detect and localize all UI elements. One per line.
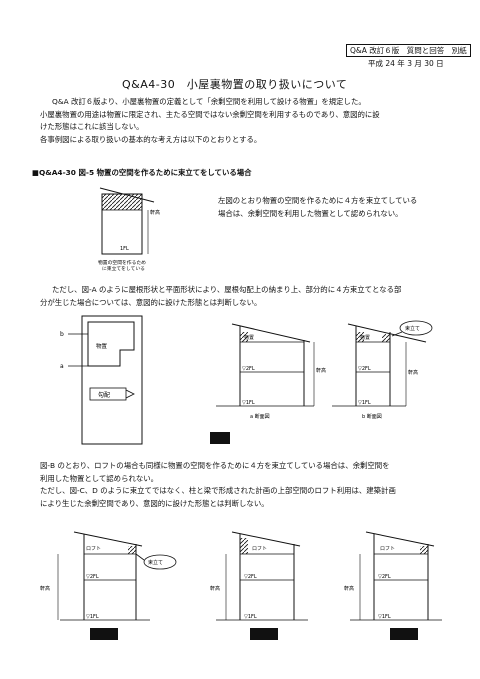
figure-c-dark-label	[250, 628, 278, 640]
paragraph-2: ただし、図-A のように屋根形状と平面形状により、屋根勾配上の納まり上、部分的に…	[40, 284, 460, 309]
para3-line-3: ただし、図-C、D のように束立てではなく、柱と梁で形成された計画の上部空間のロ…	[40, 486, 396, 495]
intro-line-1: Q&A 改訂６版より、小屋裏物置の定義として「余剰空間を利用して設ける物置」を規…	[52, 97, 366, 106]
figure-d-dark-label	[390, 628, 418, 640]
figure-c-diagram: ロフト ▽2FL ▽1FL 軒高	[210, 531, 308, 640]
figure-a-section-b-hatch-1	[356, 332, 364, 342]
figure-d-nokidaka: 軒高	[344, 585, 354, 592]
figure-b-2fl: ▽2FL	[86, 574, 99, 580]
figure-5-house-frame	[99, 187, 155, 255]
header-date: 平成 24 年 3 月 30 日	[368, 59, 444, 68]
figure-a-dark-label	[210, 432, 230, 444]
figure-5-storage-hatch	[102, 194, 142, 210]
figure-a-section-b-2fl: ▽2FL	[358, 366, 371, 372]
figure-b-tsukadate-bubble	[143, 554, 177, 570]
para2-line-2: 分が生じた場合については、意図的に設けた形態とは判断しない。	[40, 297, 262, 307]
figure-d-hatch	[420, 546, 428, 554]
figure-5-caption-2: に束立てをしている	[102, 265, 145, 272]
figure-5-diagram: 軒高 1FL 物置の空間を作るため に束立てをしている	[98, 187, 160, 272]
figure-a-tsukadate-bubble	[399, 320, 433, 336]
figure-a-plan-monooki: 物置	[96, 342, 108, 350]
header-tag: Q&A 改訂６版 質問と回答 別紙	[346, 44, 471, 57]
figure-a-section-a-hatch	[240, 332, 248, 342]
figure-a-section-b-hatch-2	[382, 334, 390, 342]
figure-a-section-a-2fl: ▽2FL	[242, 366, 255, 372]
figure-b-hatch	[128, 546, 136, 554]
figure-a-section-b: 束立て 物置 ▽2FL ▽1FL 軒高 b 断面図	[332, 320, 433, 420]
figure-a-section-b-nokidaka: 軒高	[408, 369, 418, 376]
figure-a-section-b-1fl: ▽1FL	[358, 400, 371, 406]
figure-5-caption-1: 物置の空間を作るため	[98, 259, 146, 266]
figure-a-section-a-nokidaka: 軒高	[316, 367, 326, 374]
figure-b-1fl: ▽1FL	[86, 614, 99, 620]
figure-b-diagram: ロフト ▽2FL ▽1FL 軒高 束立て	[40, 531, 177, 640]
figure-a-section-b-monooki: 物置	[360, 334, 370, 341]
figure-c-hatch	[240, 538, 248, 554]
para3-line-4: により生じた余剰空間であり、意図的に設けた形態とは判断しない。	[40, 498, 269, 508]
figure-a-caption-b: b 断面図	[362, 413, 382, 420]
figure-c-1fl: ▽1FL	[244, 614, 257, 620]
figure-a-section-a-monooki: 物置	[244, 334, 254, 341]
figure-d-loft-label: ロフト	[380, 546, 395, 552]
figure-b-tsukadate-label: 束立て	[148, 559, 163, 566]
figure-5-description: 左図のとおり物置の空間を作るために４方を束立てしている 場合は、余剰空間を利用し…	[218, 195, 417, 220]
intro-line-4: 各事例図による取り扱いの基本的な考え方は以下のとおりとする。	[40, 134, 262, 144]
intro-paragraph: Q&A 改訂６版より、小屋裏物置の定義として「余剰空間を利用して設ける物置」を規…	[40, 96, 460, 146]
figure-b-loft-label: ロフト	[86, 546, 101, 552]
figure-a-section-a: 物置 ▽2FL ▽1FL 軒高 a 断面図	[216, 323, 326, 420]
page-title: Q&A4-30 小屋裏物置の取り扱いについて	[122, 78, 348, 91]
figure-c-nokidaka: 軒高	[210, 585, 220, 592]
paragraph-3: 図-B のとおり、ロフトの場合も同様に物置の空間を作るために４方を束立てしている…	[40, 460, 460, 510]
figure-5-text-2: 場合は、余剰空間を利用した物置として認められない。	[218, 208, 403, 218]
figure-c-loft-label: ロフト	[252, 546, 267, 552]
intro-line-2: 小屋裏物置の用途は物置に限定され、主たる空間ではない余剰空間を利用するものであり…	[40, 109, 380, 119]
figure-a-label-b: b	[60, 331, 64, 338]
figure-b-nokidaka: 軒高	[40, 585, 50, 592]
figure-a-section-a-1fl: ▽1FL	[242, 400, 255, 406]
figure-d-2fl: ▽2FL	[378, 574, 391, 580]
figure-a-plan-koubai: 勾配	[98, 391, 110, 399]
para2-line-1: ただし、図-A のように屋根形状と平面形状により、屋根勾配上の納まり上、部分的に…	[52, 285, 402, 294]
section-heading: ■Q&A4-30 図-5 物置の空間を作るために束立てをしている場合	[32, 168, 252, 177]
figure-a-plan: b a 物置 勾配	[60, 315, 143, 445]
figure-d-1fl: ▽1FL	[378, 614, 391, 620]
figure-a-tsukadate-label: 束立て	[405, 325, 420, 332]
figure-b-dark-label	[90, 628, 118, 640]
figure-5-text-1: 左図のとおり物置の空間を作るために４方を束立てしている	[218, 196, 418, 205]
para3-line-2: 利用した物置として認められない。	[40, 473, 159, 483]
figure-c-2fl: ▽2FL	[244, 574, 257, 580]
figure-5-fl-label: 1FL	[120, 246, 129, 252]
intro-line-3: けた形態はこれに該当しない。	[40, 122, 144, 131]
figure-a-label-a: a	[60, 363, 64, 370]
figure-5-nokidaka-label: 軒高	[150, 209, 160, 216]
figure-a-caption-a: a 断面図	[250, 413, 270, 420]
figure-d-diagram: ロフト ▽2FL ▽1FL 軒高	[344, 531, 442, 640]
para3-line-1: 図-B のとおり、ロフトの場合も同様に物置の空間を作るために４方を束立てしている…	[40, 461, 390, 470]
